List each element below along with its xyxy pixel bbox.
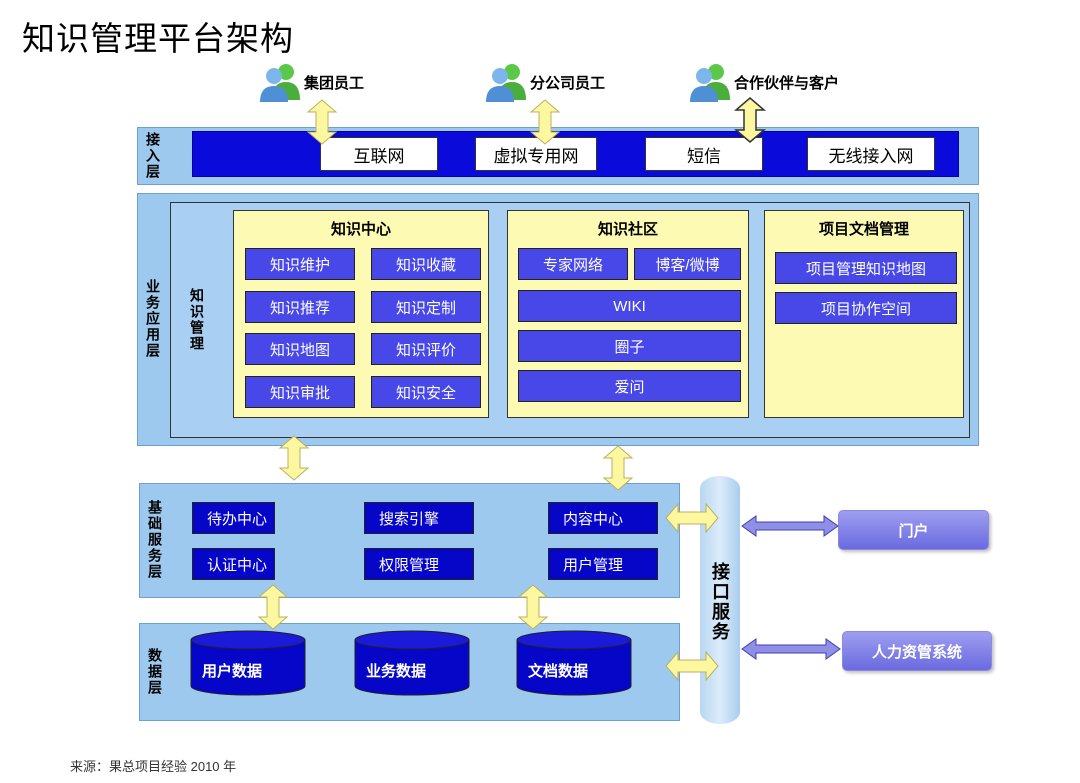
channel-internet: 互联网 [320, 137, 438, 171]
kc-item-customize: 知识定制 [371, 291, 481, 323]
db-business-data: 业务数据 [354, 630, 470, 696]
arrow-data-interface-icon [665, 650, 719, 682]
pd-item-collab-space: 项目协作空间 [775, 292, 957, 324]
base-service-layer [139, 483, 680, 598]
access-layer-label: 接入层 [145, 132, 161, 180]
knowledge-community-title: 知识社区 [597, 221, 658, 238]
knowledge-management-label: 知识管理 [189, 288, 205, 352]
kcm-item-wiki: WIKI [518, 290, 741, 322]
external-hr-system: 人力资管系统 [842, 631, 992, 671]
user-label: 集团员工 [304, 74, 365, 92]
arrow-app-base-icon [278, 435, 310, 481]
arrow-user-sms-icon [733, 97, 767, 143]
data-layer-label: 数据层 [147, 648, 163, 696]
interface-service-label: 接口服务 [710, 562, 730, 642]
user-partners-customers: 合作伙伴与客户 [688, 62, 839, 102]
page-title: 知识管理平台架构 [22, 20, 294, 57]
db-label: 用户数据 [202, 663, 263, 680]
base-item-todo: 待办中心 [192, 502, 275, 534]
kc-item-favorite: 知识收藏 [371, 248, 481, 280]
base-item-user-mgmt: 用户管理 [548, 548, 658, 580]
db-label: 文档数据 [528, 663, 589, 680]
channel-sms: 短信 [645, 137, 763, 171]
knowledge-center-title: 知识中心 [330, 221, 391, 238]
project-docs-title: 项目文档管理 [818, 221, 909, 238]
kcm-item-circle: 圈子 [518, 330, 741, 362]
base-service-layer-label: 基础服务层 [147, 500, 163, 580]
channel-wireless: 无线接入网 [807, 137, 935, 171]
kc-item-map: 知识地图 [245, 333, 355, 365]
user-label: 合作伙伴与客户 [734, 74, 840, 92]
kcm-item-expert-network: 专家网络 [518, 248, 628, 280]
kc-item-evaluate: 知识评价 [371, 333, 481, 365]
base-item-auth: 认证中心 [192, 548, 275, 580]
pd-item-knowledge-map: 项目管理知识地图 [775, 252, 957, 284]
arrow-base-data-icon [257, 584, 289, 630]
arrow-interface-portal-icon [741, 515, 839, 537]
kc-item-approve: 知识审批 [245, 376, 355, 408]
db-user-data: 用户数据 [190, 630, 306, 696]
arrow-interface-hr-icon [741, 638, 841, 660]
arrow-user-vpn-icon [529, 99, 561, 145]
user-branch-employees: 分公司员工 [484, 62, 605, 102]
arrow-app-content-icon [602, 445, 634, 491]
users-icon [688, 62, 732, 102]
external-portal: 门户 [838, 510, 989, 550]
kc-item-recommend: 知识推荐 [245, 291, 355, 323]
arrow-user-internet-icon [306, 99, 338, 145]
users-icon [258, 62, 302, 102]
kc-item-maintain: 知识维护 [245, 248, 355, 280]
base-item-permission: 权限管理 [364, 548, 474, 580]
user-label: 分公司员工 [530, 74, 606, 92]
channel-vpn: 虚拟专用网 [475, 137, 597, 171]
user-group-employees: 集团员工 [258, 62, 364, 102]
kcm-item-ask: 爱问 [518, 370, 741, 402]
db-document-data: 文档数据 [516, 630, 632, 696]
app-layer-label: 业务应用层 [145, 279, 161, 359]
arrow-content-interface-icon [665, 502, 719, 534]
kcm-item-blog: 博客/微博 [634, 248, 741, 280]
kc-item-security: 知识安全 [371, 376, 481, 408]
arrow-base-docdata-icon [517, 584, 549, 630]
db-label: 业务数据 [366, 663, 427, 680]
base-item-search: 搜索引擎 [364, 502, 474, 534]
source-note: 来源：果总项目经验 2010 年 [70, 759, 237, 774]
users-icon [484, 62, 528, 102]
base-item-content: 内容中心 [548, 502, 658, 534]
